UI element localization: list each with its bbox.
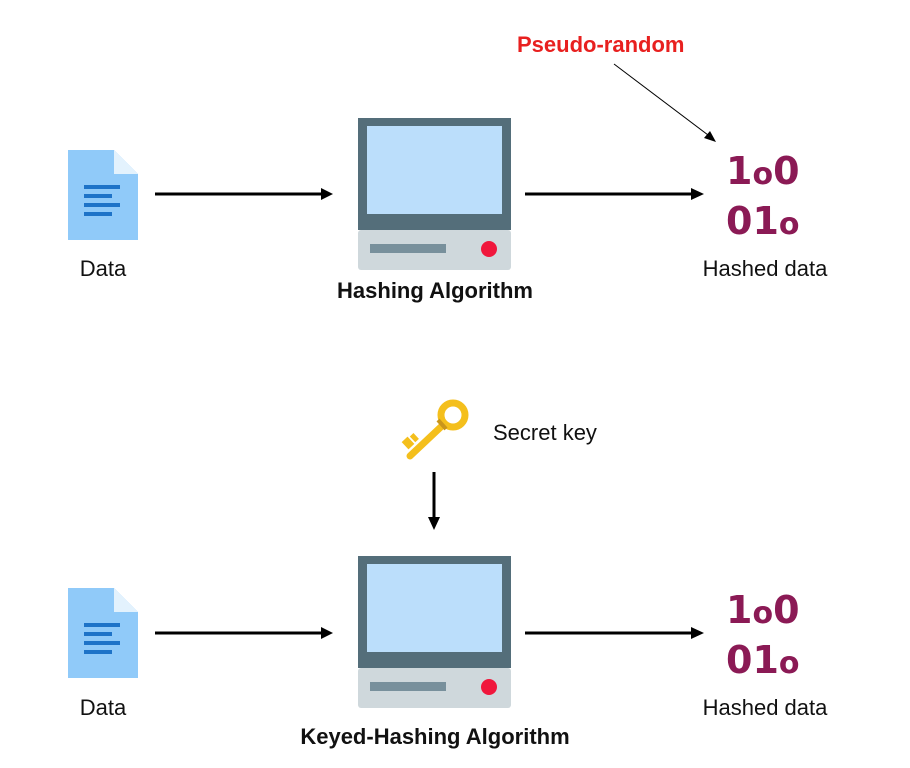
annotation-arrow bbox=[613, 63, 716, 142]
keyed-hashing-algorithm-label: Keyed-Hashing Algorithm bbox=[300, 724, 570, 749]
data-label: Data bbox=[79, 256, 127, 281]
hashed-data-label: Hashed data bbox=[702, 695, 828, 720]
bit-glyph: 0 bbox=[773, 149, 800, 193]
arrow-keyed-hashing-to-output bbox=[525, 627, 704, 639]
secret-key-label: Secret key bbox=[493, 420, 597, 445]
hashed-data-label: Hashed data bbox=[702, 256, 828, 281]
bit-glyph: 1 bbox=[726, 149, 753, 193]
document-icon bbox=[68, 150, 138, 240]
bit-glyph: o bbox=[752, 596, 774, 631]
key-icon bbox=[401, 399, 469, 460]
arrow-data-to-keyed-hashing bbox=[155, 627, 333, 639]
bit-glyph: 1 bbox=[726, 588, 753, 632]
pseudo-random-annotation: Pseudo-random bbox=[517, 32, 685, 57]
computer-icon bbox=[358, 556, 511, 708]
hashing-algorithm-label: Hashing Algorithm bbox=[337, 278, 533, 303]
bit-glyph: o bbox=[778, 646, 800, 681]
bit-glyph: 0 bbox=[773, 588, 800, 632]
bit-glyph: o bbox=[778, 207, 800, 242]
data-label: Data bbox=[79, 695, 127, 720]
bit-glyph: 0 bbox=[726, 638, 753, 682]
arrow-key-to-algorithm bbox=[428, 472, 440, 530]
document-icon bbox=[68, 588, 138, 678]
hashed-bits-row-2: 01o bbox=[726, 202, 800, 240]
hashed-bits: 1o0 01o bbox=[726, 591, 800, 679]
arrow-data-to-hashing bbox=[155, 188, 333, 200]
arrow-hashing-to-output bbox=[525, 188, 704, 200]
hashed-bits-row-1: 1o0 bbox=[726, 152, 800, 190]
bit-glyph: o bbox=[752, 157, 774, 192]
bit-glyph: 1 bbox=[752, 199, 779, 243]
hashed-bits-row-1: 1o0 bbox=[726, 591, 800, 629]
hashed-bits: 1o0 01o bbox=[726, 152, 800, 240]
computer-icon bbox=[358, 118, 511, 270]
hashed-bits-row-2: 01o bbox=[726, 641, 800, 679]
bit-glyph: 0 bbox=[726, 199, 753, 243]
bit-glyph: 1 bbox=[752, 638, 779, 682]
